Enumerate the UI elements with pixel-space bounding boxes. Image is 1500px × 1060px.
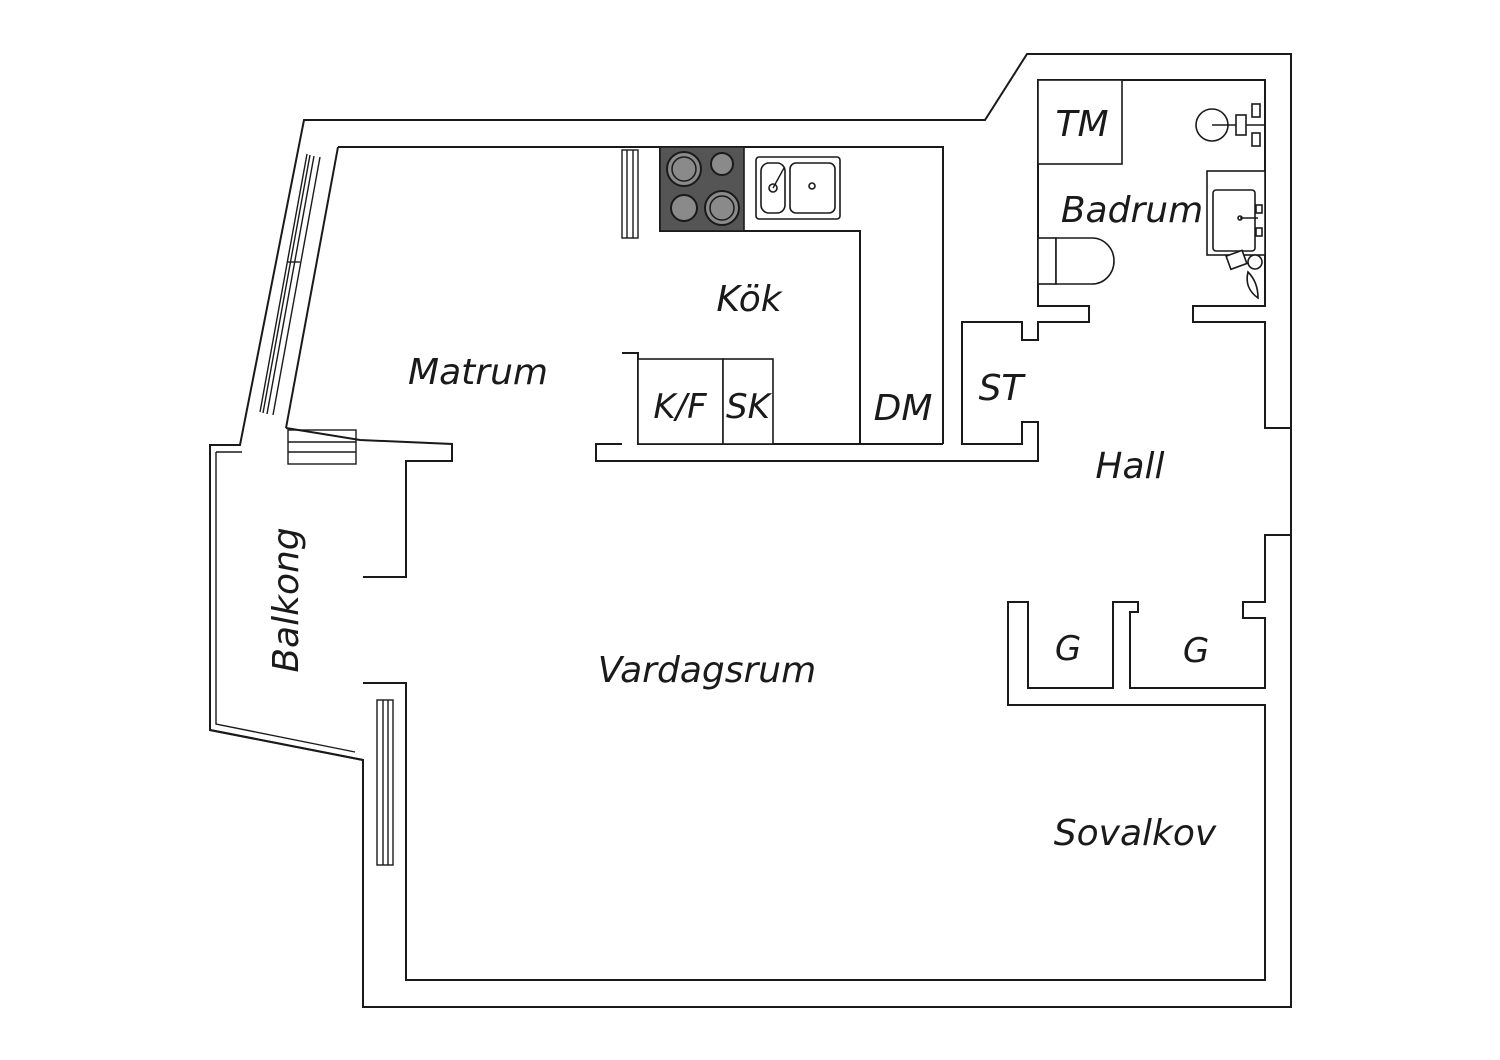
room-label-matrum: Matrum [408,352,548,393]
room-label-kok: Kök [716,279,783,320]
washbasin-icon [1206,170,1266,256]
fixture-label-st: ST [979,368,1027,409]
window-matrum-lower [287,429,357,465]
room-label-sovalkov: Sovalkov [1054,813,1217,854]
window-matrum [259,153,321,416]
balcony [209,445,364,761]
fixture-label-dm: DM [874,388,933,429]
kitchen-sink-icon [755,156,841,220]
room-label-hall: Hall [1095,446,1164,487]
fixture-label-tm: TM [1055,104,1108,145]
fixture-label-g2: G [1183,631,1209,671]
fixture-label-kf: K/F [653,387,707,427]
window-kok [621,149,639,239]
fixture-label-g1: G [1055,629,1081,669]
room-label-vardagsrum: Vardagsrum [598,650,816,691]
tm-box [1037,79,1123,165]
washing-tap-icon [1225,249,1263,300]
room-label-balkong: Balkong [266,527,307,672]
room-label-badrum: Badrum [1061,190,1203,231]
fixture-label-sk: SK [726,387,773,427]
outer-walls [209,53,1292,1008]
window-vardagsrum [376,699,394,866]
toilet-icon [1037,237,1115,285]
stove-icon [659,146,745,232]
shower-icon [1195,103,1265,147]
